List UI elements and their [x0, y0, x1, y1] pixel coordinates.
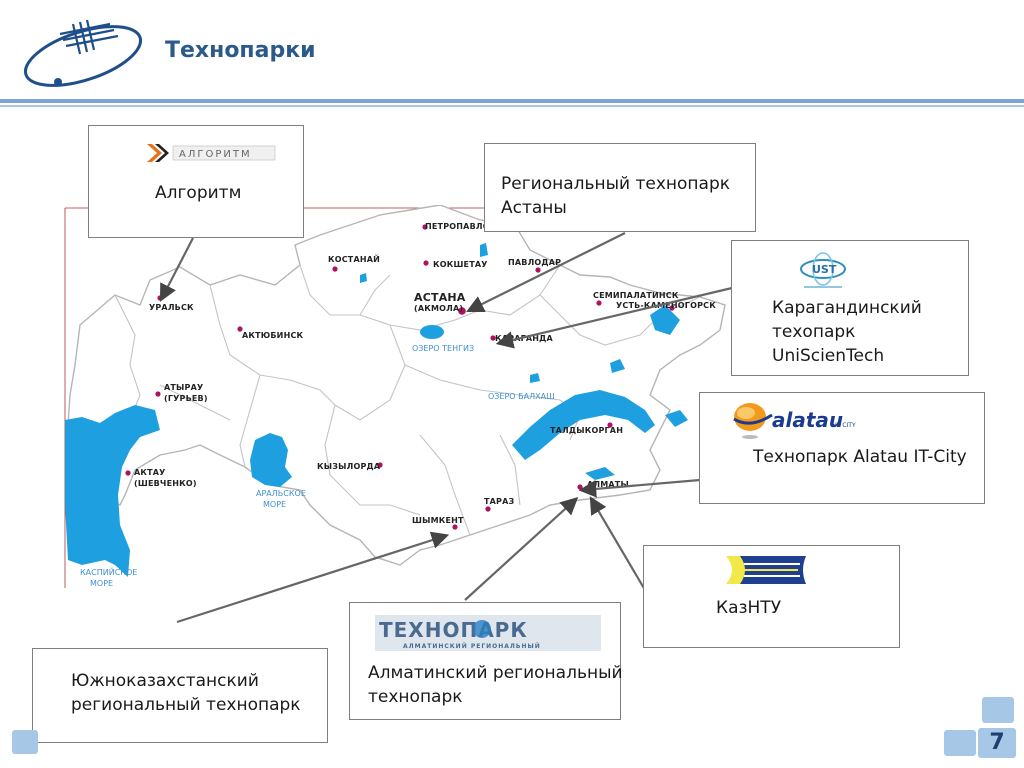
city-label: АТЫРАУ [164, 383, 203, 392]
capital-label: АСТАНА [414, 291, 466, 304]
south-box: Южноказахстанский региональный технопарк [32, 648, 328, 743]
city-label: ПЕТРОПАВЛОВСК [425, 222, 509, 231]
balkhash-lake [512, 390, 655, 460]
city-label: ШЫМКЕНТ [412, 516, 464, 525]
corner-decor [944, 730, 976, 756]
city-label: СЕМИПАЛАТИНСК [593, 291, 679, 300]
aral-sea [250, 433, 292, 487]
city-label: АКТЮБИНСК [242, 331, 304, 340]
almaty-line1: Алматинский региональный [368, 663, 623, 683]
alatau-logo-text: alatau [772, 408, 843, 432]
slide-title: Технопарки [165, 38, 316, 63]
city-label: АЛМАТЫ [587, 480, 629, 489]
corner-decor [982, 697, 1014, 723]
south-line1: Южноказахстанский [71, 671, 259, 691]
alatau-logo: alatau IT CITY [733, 403, 856, 439]
capital-dot [458, 307, 466, 315]
aral-label: МОРЕ [263, 500, 286, 509]
kazntu-box: КазНТУ [643, 545, 900, 648]
caspian-label: МОРЕ [90, 579, 113, 588]
astana-box: Региональный технопарк Астаны [484, 143, 756, 232]
karaganda-box: UST Карагандинский техопарк UniScienTech [731, 240, 969, 376]
algoritm-label: Алгоритм [155, 183, 242, 203]
kazntu-label: КазНТУ [716, 598, 782, 618]
karaganda-line3: UniScienTech [772, 346, 885, 366]
technopark-logo: ТЕХНОПАРК АЛМАТИНСКИЙ РЕГИОНАЛЬНЫЙ [375, 615, 601, 651]
alatau-label: Технопарк Alatau IT-City [753, 447, 967, 467]
astana-line1: Региональный технопарк [501, 174, 731, 194]
tengiz-lake [420, 325, 444, 339]
kazakhstan-map: ПЕТРОПАВЛОВСК КОСТАНАЙ КОКШЕТАУ ПАВЛОДАР… [64, 205, 742, 588]
capital-old-label: (АКМОЛА) [414, 304, 463, 313]
city-label: (ГУРЬЕВ) [164, 394, 208, 403]
algoritm-box: АЛГОРИТМ Алгоритм [88, 125, 304, 238]
algoritm-logo-text: АЛГОРИТМ [179, 149, 252, 160]
astana-line2: Астаны [501, 198, 567, 218]
header-divider [0, 99, 1024, 103]
technopark-logo-text: ТЕХНОПАРК [379, 618, 528, 642]
city-label: АКТАУ [134, 468, 166, 477]
alatau-box: alatau IT CITY Технопарк Alatau IT-City [699, 392, 985, 504]
kazntu-logo [726, 556, 806, 584]
city-label: ТАРАЗ [484, 497, 515, 506]
tengiz-label: ОЗЕРО ТЕНГИЗ [412, 344, 474, 353]
city-label: КЫЗЫЛОРДА [317, 462, 381, 471]
almaty-line2: технопарк [368, 687, 463, 707]
page-number: 7 [989, 730, 1005, 755]
alatau-logo-small: IT CITY [835, 422, 856, 429]
karaganda-line1: Карагандинский [772, 298, 922, 318]
algoritm-logo: АЛГОРИТМ [147, 144, 276, 162]
city-label: (ШЕВЧЕНКО) [134, 479, 197, 488]
city-label: КАРАГАНДА [495, 334, 553, 343]
caspian-sea [65, 405, 160, 577]
city-label: УРАЛЬСК [149, 303, 194, 312]
header-divider-thin [0, 105, 1024, 107]
city-label: КОКШЕТАУ [433, 260, 488, 269]
city-label: КОСТАНАЙ [328, 253, 380, 264]
balkhash-label: ОЗЕРО БАЛХАШ [488, 392, 555, 401]
city-label: ТАЛДЫКОРГАН [550, 426, 623, 435]
caspian-label: КАСПИЙСКОЕ [80, 566, 137, 577]
city-label: УСТЬ-КАМЕНОГОРСК [616, 301, 716, 310]
almaty-box: ТЕХНОПАРК АЛМАТИНСКИЙ РЕГИОНАЛЬНЫЙ Алмат… [349, 602, 623, 720]
ust-logo-text: UST [812, 263, 837, 276]
aral-label: АРАЛЬСКОЕ [256, 489, 306, 498]
company-logo [23, 19, 143, 87]
corner-decor [12, 730, 38, 754]
south-line2: региональный технопарк [71, 695, 301, 715]
city-label: ПАВЛОДАР [508, 258, 561, 267]
technopark-logo-sub: АЛМАТИНСКИЙ РЕГИОНАЛЬНЫЙ [403, 642, 541, 650]
karaganda-line2: техопарк [772, 322, 856, 342]
page-number-box: 7 [978, 728, 1016, 758]
ust-logo: UST [800, 252, 846, 288]
